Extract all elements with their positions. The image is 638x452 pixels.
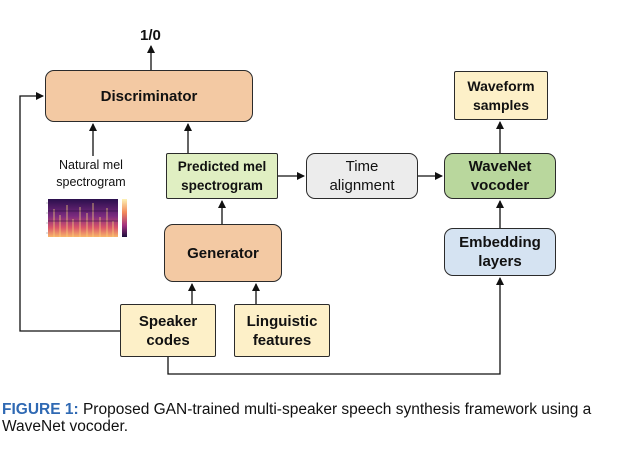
natural-mel-label: Natural mel spectrogram bbox=[56, 158, 126, 189]
embedding-layers-box: Embedding layers bbox=[444, 228, 556, 276]
caption-label: FIGURE 1: bbox=[2, 401, 79, 418]
generator-box: Generator bbox=[164, 224, 282, 282]
time-alignment-box: Time alignment bbox=[306, 153, 418, 199]
arrow-speaker-to-embedding bbox=[167, 277, 504, 375]
caption-text: Proposed GAN-trained multi-speaker speec… bbox=[2, 401, 592, 435]
discriminator-output-label: 1/0 bbox=[140, 27, 161, 44]
waveform-samples-box: Waveform samples bbox=[454, 71, 548, 120]
wavenet-vocoder-box: WaveNet vocoder bbox=[444, 153, 556, 199]
arrow-speaker-to-discriminator bbox=[19, 92, 120, 332]
discriminator-box: Discriminator bbox=[45, 70, 253, 122]
predicted-mel-spectrogram-box: Predicted mel spectrogram bbox=[166, 153, 278, 199]
linguistic-features-box: Linguistic features bbox=[234, 304, 330, 357]
figure-caption: FIGURE 1: Proposed GAN-trained multi-spe… bbox=[2, 401, 634, 435]
natural-mel-spectrogram-image bbox=[40, 193, 132, 243]
speaker-codes-box: Speaker codes bbox=[120, 304, 216, 357]
